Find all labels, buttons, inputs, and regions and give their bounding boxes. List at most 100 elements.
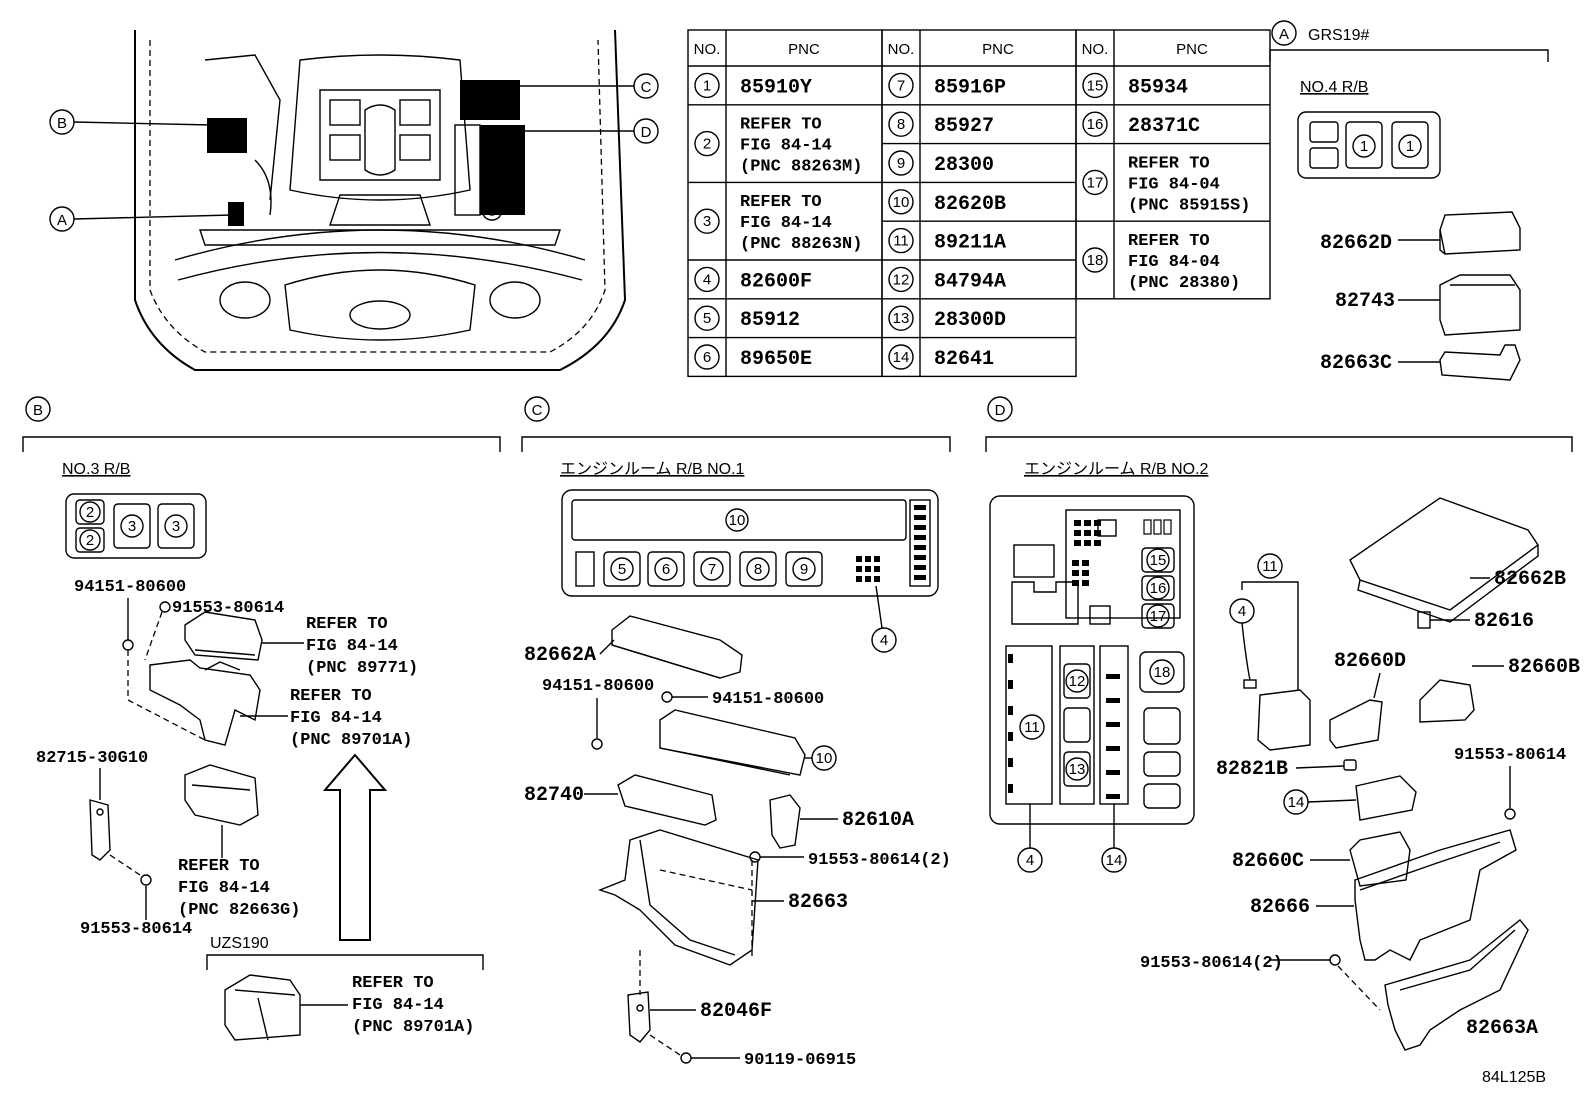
svg-text:11: 11 (1024, 719, 1040, 736)
svg-text:82660B: 82660B (1508, 656, 1580, 679)
figure-code: 84L125B (1482, 1069, 1546, 1086)
svg-text:10: 10 (816, 750, 833, 767)
table-cell-pnc: 82641 (934, 348, 994, 371)
table-cell-no: 11 (893, 233, 909, 250)
table-cell-no: 10 (893, 194, 910, 211)
svg-text:FIG 84-14: FIG 84-14 (178, 879, 270, 898)
table-cell-no: 12 (893, 271, 910, 288)
section-a: A GRS19# NO.4 R/B 1 1 82662D 82743 82663… (1269, 20, 1549, 381)
svg-text:15: 15 (1150, 552, 1167, 569)
table-row: 14 82641 (888, 344, 994, 371)
svg-text:82616: 82616 (1474, 610, 1534, 633)
svg-text:16: 16 (1150, 580, 1167, 597)
svg-text:(PNC 82663G): (PNC 82663G) (178, 901, 300, 920)
table-cell-no: 13 (893, 310, 910, 327)
svg-text:NO.4 R/B: NO.4 R/B (1300, 79, 1368, 96)
svg-text:82743: 82743 (1335, 290, 1395, 313)
svg-text:6: 6 (662, 561, 670, 578)
svg-text:7: 7 (708, 561, 716, 578)
table-cell-pnc: 85910Y (740, 76, 812, 99)
table-cell-pnc: (PNC 88263N) (740, 235, 862, 254)
svg-text:18: 18 (1154, 664, 1171, 681)
table-cell-no: 18 (1087, 252, 1104, 269)
svg-text:9: 9 (800, 561, 808, 578)
table-cell-no: 5 (703, 310, 711, 327)
table-row: 6 89650E (694, 344, 812, 371)
section-b: B NO.3 R/B 2 2 3 3 94151-80600 91553-806… (22, 396, 501, 1041)
table-cell-pnc: FIG 84-04 (1128, 253, 1220, 272)
svg-text:82663C: 82663C (1320, 352, 1392, 375)
overview-callout-c: C (515, 73, 659, 99)
svg-text:82660D: 82660D (1334, 650, 1406, 673)
svg-text:82660C: 82660C (1232, 850, 1304, 873)
table-cell-pnc: 85916P (934, 76, 1006, 99)
svg-text:(PNC 89771): (PNC 89771) (306, 659, 418, 678)
table-cell-pnc: (PNC 85915S) (1128, 196, 1250, 215)
svg-text:NO.3 R/B: NO.3 R/B (62, 461, 130, 478)
svg-text:5: 5 (618, 561, 626, 578)
svg-text:11: 11 (1262, 558, 1278, 575)
svg-text:82662A: 82662A (524, 644, 596, 667)
overview-callout-a: A (49, 206, 233, 232)
svg-text:(PNC 89701A): (PNC 89701A) (290, 731, 412, 750)
svg-text:90119-06915: 90119-06915 (744, 1051, 856, 1070)
table-header-pnc: PNC (982, 41, 1014, 58)
table-cell-no: 6 (703, 349, 711, 366)
overview-callout-d: D (520, 118, 659, 144)
svg-text:82662D: 82662D (1320, 232, 1392, 255)
svg-text:REFER TO: REFER TO (306, 615, 388, 634)
table-cell-pnc: REFER TO (740, 116, 822, 135)
svg-text:3: 3 (172, 518, 180, 535)
svg-text:91553-80614: 91553-80614 (172, 599, 284, 618)
table-cell-pnc: 28300D (934, 309, 1006, 332)
table-cell-pnc: 89211A (934, 232, 1006, 255)
svg-text:2: 2 (86, 504, 94, 521)
table-cell-pnc: 84794A (934, 270, 1006, 293)
svg-text:8: 8 (754, 561, 762, 578)
svg-text:2: 2 (86, 532, 94, 549)
table-cell-no: 16 (1087, 116, 1104, 133)
table-cell-pnc: 82600F (740, 270, 812, 293)
svg-text:91553-80614: 91553-80614 (80, 920, 192, 939)
svg-text:エンジンルーム R/B NO.2: エンジンルーム R/B NO.2 (1024, 461, 1209, 478)
table-cell-pnc: REFER TO (1128, 232, 1210, 251)
svg-text:14: 14 (1106, 852, 1123, 869)
svg-text:82663: 82663 (788, 891, 848, 914)
svg-text:4: 4 (1238, 603, 1246, 620)
svg-text:B: B (33, 402, 43, 419)
svg-text:FIG 84-14: FIG 84-14 (306, 637, 398, 656)
table-cell-pnc: 89650E (740, 348, 812, 371)
table-cell-pnc: 85927 (934, 115, 994, 138)
svg-text:94151-80600: 94151-80600 (542, 677, 654, 696)
table-cell-pnc: 28371C (1128, 115, 1200, 138)
svg-text:12: 12 (1069, 673, 1086, 690)
table-row: 10 82620B (888, 189, 1006, 216)
table-cell-pnc: 82620B (934, 193, 1006, 216)
table-header-no: NO. (1082, 41, 1109, 58)
table-cell-no: 7 (897, 77, 905, 94)
table-cell-no: 14 (893, 349, 910, 366)
section-d: D エンジンルーム R/B NO.2 15 16 17 11 12 13 (985, 396, 1580, 1051)
table-header-pnc: PNC (1176, 41, 1208, 58)
svg-text:91553-80614(2): 91553-80614(2) (1140, 954, 1283, 973)
svg-text:4: 4 (880, 632, 888, 649)
table-column (1075, 29, 1271, 300)
svg-text:REFER TO: REFER TO (352, 974, 434, 993)
table-cell-no: 8 (897, 116, 905, 133)
svg-text:94151-80600: 94151-80600 (712, 690, 824, 709)
table-cell-no: 4 (703, 271, 711, 288)
section-c: C エンジンルーム R/B NO.1 10 5 6 7 8 9 4 82662A… (521, 396, 951, 1070)
car-overview (134, 29, 627, 371)
svg-text:B: B (57, 115, 67, 132)
svg-text:10: 10 (729, 512, 746, 529)
svg-text:1: 1 (1360, 138, 1368, 155)
svg-text:91553-80614(2): 91553-80614(2) (808, 851, 951, 870)
table-cell-pnc: 28300 (934, 154, 994, 177)
svg-text:UZS190: UZS190 (210, 935, 269, 952)
svg-text:REFER TO: REFER TO (290, 687, 372, 706)
